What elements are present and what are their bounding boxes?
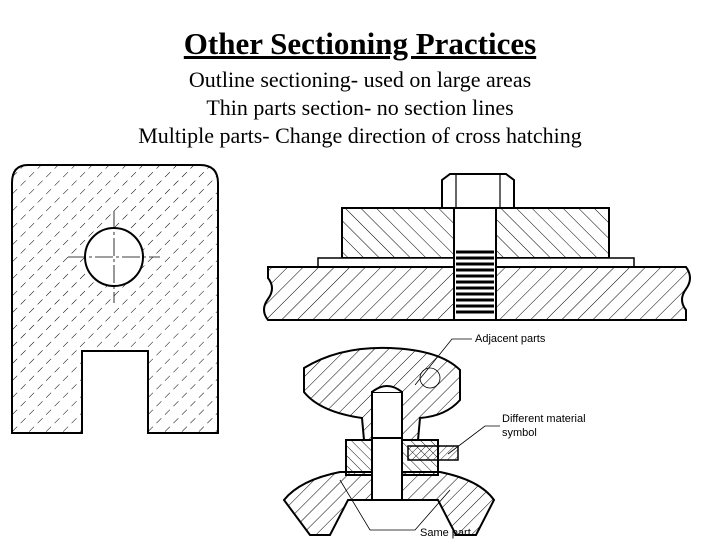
callout-adjacent-parts: Adjacent parts <box>475 333 546 345</box>
bullet-outline-sectioning: Outline sectioning- used on large areas <box>188 67 532 92</box>
bolted-joint-figure <box>263 173 691 321</box>
callout-same-part: Same part <box>420 527 471 539</box>
bullet-thin-parts: Thin parts section- no section lines <box>206 95 514 120</box>
bullet-list: Outline sectioning- used on large areas … <box>0 66 720 150</box>
washer-different-material <box>407 445 459 461</box>
bullet-multiple-parts: Multiple parts- Change direction of cros… <box>138 123 582 148</box>
knob-assembly-figure: Adjacent parts Different material symbol… <box>282 333 586 539</box>
leader-adjacent-parts <box>414 338 472 386</box>
bolt-thread-lines <box>456 250 494 314</box>
callout-different-material-2: symbol <box>502 427 537 439</box>
outline-sectioning-figure <box>11 164 219 434</box>
bracket-outline <box>11 164 219 434</box>
leader-different-material <box>447 425 500 455</box>
base-right <box>401 471 496 536</box>
bolt-head <box>441 173 515 209</box>
leader-same-part <box>339 479 451 531</box>
base-left <box>282 471 373 536</box>
callout-different-material-1: Different material <box>502 413 586 425</box>
outline-hatch-band <box>12 165 218 433</box>
slide-title: Other Sectioning Practices <box>183 26 537 61</box>
